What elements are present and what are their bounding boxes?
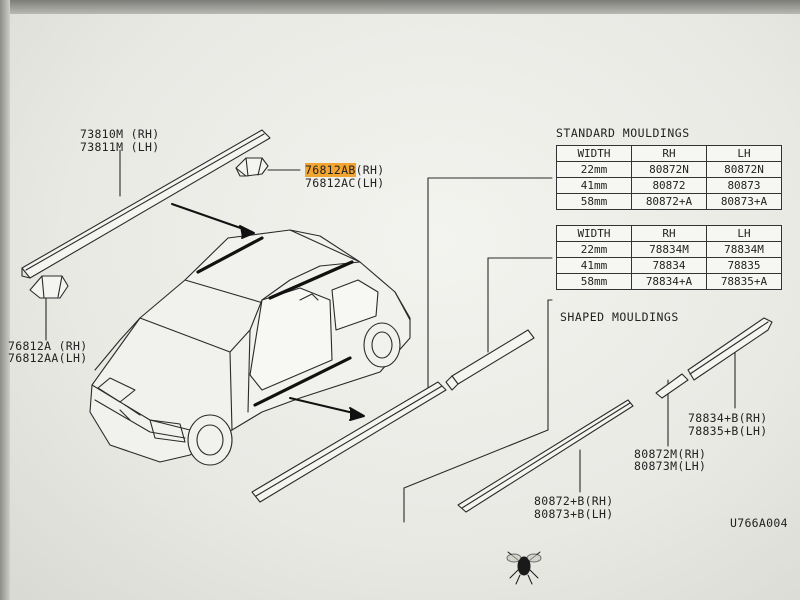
shaped-small-rh-label: 80872M(RH) bbox=[634, 447, 707, 461]
cell-width: 22mm bbox=[556, 241, 632, 258]
table-row: 58mm 78834+A 78835+A bbox=[556, 273, 782, 290]
clip-bottom-lh-label: 76812AA(LH) bbox=[8, 351, 88, 365]
header-lh: LH bbox=[706, 225, 782, 242]
shaped-long-lh-label: 80873+B(LH) bbox=[534, 507, 614, 521]
shaped-long-rh-label: 80872+B(RH) bbox=[534, 494, 614, 508]
table-header: WIDTH RH LH bbox=[556, 225, 782, 242]
shaped-long-moulding bbox=[457, 399, 634, 513]
leader-lines bbox=[45, 149, 736, 523]
figure-code: U766A004 bbox=[730, 516, 788, 530]
cell-rh: 78834M bbox=[631, 241, 707, 258]
shaped-mouldings-title: SHAPED MOULDINGS bbox=[560, 310, 679, 324]
table-row: 41mm 78834 78835 bbox=[556, 257, 782, 274]
roof-moulding-rh-label: 73810M (RH) bbox=[80, 127, 160, 141]
header-width: WIDTH bbox=[556, 225, 632, 242]
standard-short-moulding bbox=[445, 329, 535, 391]
clip-bottom-rh-label: 76812A (RH) bbox=[8, 339, 88, 353]
cell-rh: 78834+A bbox=[631, 273, 707, 290]
header-rh: RH bbox=[631, 145, 707, 162]
shaped-front-lh-label: 78835+B(LH) bbox=[688, 424, 768, 438]
roof-moulding-lh-label: 73811M (LH) bbox=[80, 140, 160, 154]
header-rh: RH bbox=[631, 225, 707, 242]
highlighted-part-number: 76812AB bbox=[305, 163, 356, 177]
table-header: WIDTH RH LH bbox=[556, 145, 782, 162]
cell-lh: 80873 bbox=[706, 177, 782, 194]
table-row: 22mm 78834M 78834M bbox=[556, 241, 782, 258]
cell-lh: 78834M bbox=[706, 241, 782, 258]
cell-width: 58mm bbox=[556, 273, 632, 290]
header-lh: LH bbox=[706, 145, 782, 162]
clip-top bbox=[235, 157, 269, 177]
shaped-small-lh-label: 80873M(LH) bbox=[634, 459, 707, 473]
cell-lh: 80872N bbox=[706, 161, 782, 178]
clip-top-rh-side: (RH) bbox=[355, 163, 385, 177]
standard-mouldings-table-2: WIDTH RH LH 22mm 78834M 78834M 41mm 7883… bbox=[556, 225, 782, 290]
shaped-small-moulding bbox=[655, 373, 689, 399]
monitor-bezel-left bbox=[0, 0, 10, 600]
cell-rh: 80872 bbox=[631, 177, 707, 194]
standard-mouldings-table-1: WIDTH RH LH 22mm 80872N 80872N 41mm 8087… bbox=[556, 145, 782, 210]
clip-bottom bbox=[29, 275, 69, 299]
arrows bbox=[171, 203, 365, 421]
cell-lh: 78835+A bbox=[706, 273, 782, 290]
table-row: 58mm 80872+A 80873+A bbox=[556, 193, 782, 210]
clip-top-lh-label: 76812AC(LH) bbox=[305, 176, 385, 190]
cell-rh: 80872+A bbox=[631, 193, 707, 210]
clip-top-rh-label: 76812AB(RH) bbox=[305, 163, 385, 177]
cell-width: 58mm bbox=[556, 193, 632, 210]
header-width: WIDTH bbox=[556, 145, 632, 162]
cell-lh: 78835 bbox=[706, 257, 782, 274]
shaped-front-rh-label: 78834+B(RH) bbox=[688, 411, 768, 425]
table-row: 22mm 80872N 80872N bbox=[556, 161, 782, 178]
monitor-bezel-top bbox=[0, 0, 800, 14]
roof-moulding bbox=[21, 129, 271, 279]
car-body bbox=[89, 229, 411, 466]
moulding-positions bbox=[196, 236, 354, 407]
shaped-front-moulding bbox=[687, 317, 773, 381]
cell-lh: 80873+A bbox=[706, 193, 782, 210]
standard-long-moulding bbox=[251, 381, 447, 503]
fly bbox=[506, 551, 542, 585]
cell-width: 41mm bbox=[556, 177, 632, 194]
cell-rh: 80872N bbox=[631, 161, 707, 178]
cell-width: 22mm bbox=[556, 161, 632, 178]
standard-mouldings-title: STANDARD MOULDINGS bbox=[556, 126, 690, 140]
cell-rh: 78834 bbox=[631, 257, 707, 274]
table-row: 41mm 80872 80873 bbox=[556, 177, 782, 194]
cell-width: 41mm bbox=[556, 257, 632, 274]
